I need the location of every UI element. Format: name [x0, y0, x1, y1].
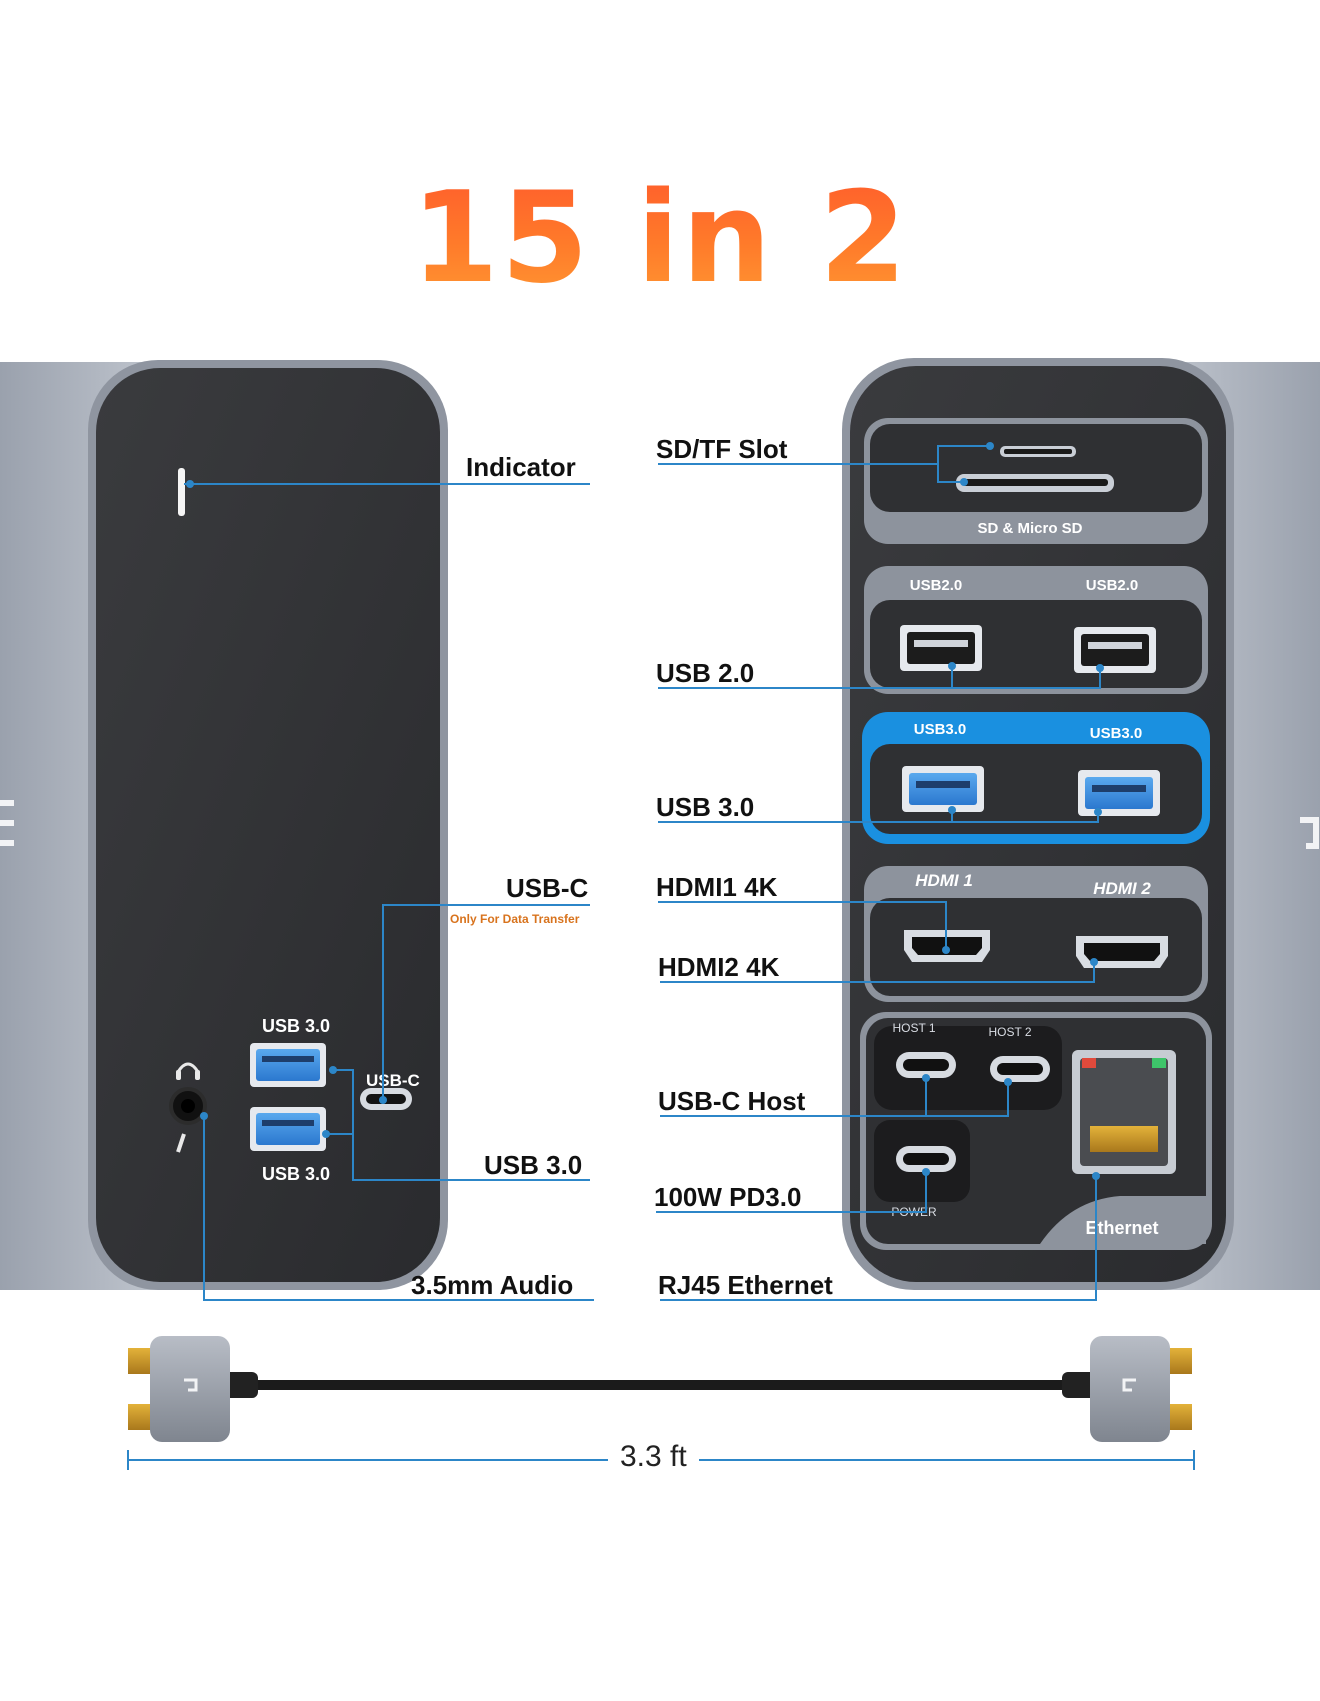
ethernet-pins	[1090, 1126, 1158, 1152]
label-usb-c-note: Only For Data Transfer	[450, 912, 580, 926]
cable-strain-right	[1062, 1372, 1098, 1398]
label-usbc-host: USB-C Host	[658, 1086, 806, 1116]
title: 15 in 2	[411, 164, 909, 311]
usb30-a-print: USB3.0	[914, 721, 967, 738]
label-usb30-left: USB 3.0	[484, 1150, 583, 1180]
label-indicator: Indicator	[466, 452, 576, 482]
label-usb-c: USB-C	[506, 873, 589, 903]
right-hub: SD & Micro SD USB2.0 USB2.0 USB3.0 USB3.…	[842, 358, 1320, 1290]
host-ports-frame	[874, 1026, 1062, 1110]
leader-lines	[184, 445, 1101, 1301]
headphone-icon	[176, 1062, 200, 1073]
label-audio: 3.5mm Audio	[411, 1270, 574, 1300]
plug-left-logo-icon	[184, 1378, 198, 1392]
cable-length: 3.3 ft	[608, 1440, 699, 1474]
left-usbc-print: USB-C	[366, 1071, 420, 1090]
host1-print: HOST 1	[892, 1021, 935, 1035]
left-logo-mark	[0, 800, 14, 806]
plug-right-logo-icon	[1122, 1378, 1136, 1392]
ethernet-led-red	[1082, 1058, 1096, 1068]
leader-dots	[186, 442, 1104, 1180]
left-usb3-top-print: USB 3.0	[262, 1016, 330, 1036]
cable-strain-left	[222, 1372, 258, 1398]
hdmi-a-print: HDMI 1	[915, 871, 973, 890]
usb20-a-print: USB2.0	[910, 577, 963, 594]
label-usb30-right: USB 3.0	[656, 792, 755, 822]
label-rj45: RJ45 Ethernet	[658, 1270, 833, 1300]
host2-print: HOST 2	[988, 1025, 1031, 1039]
left-hub-face	[96, 368, 440, 1282]
mic-icon	[176, 1133, 186, 1153]
usb20-b-print: USB2.0	[1086, 577, 1139, 594]
label-hdmi1: HDMI1 4K	[656, 872, 778, 902]
left-usb3-bottom-print: USB 3.0	[262, 1164, 330, 1184]
cable-wire	[240, 1380, 1080, 1390]
indicator-light	[178, 468, 185, 516]
ethernet-led-green	[1152, 1058, 1166, 1068]
label-hdmi2: HDMI2 4K	[658, 952, 780, 982]
label-sd-slot: SD/TF Slot	[656, 434, 788, 464]
right-logo-mark	[1300, 817, 1319, 849]
label-usb20: USB 2.0	[656, 658, 755, 688]
cable	[127, 1336, 1195, 1470]
sd-caption: SD & Micro SD	[977, 520, 1082, 537]
left-hub: USB 3.0 USB 3.0 USB-C	[0, 360, 448, 1290]
hdmi-b-print: HDMI 2	[1093, 879, 1151, 898]
usb30-b-print: USB3.0	[1090, 725, 1143, 742]
ethernet-print: Ethernet	[1085, 1218, 1158, 1238]
label-pd: 100W PD3.0	[654, 1182, 802, 1212]
